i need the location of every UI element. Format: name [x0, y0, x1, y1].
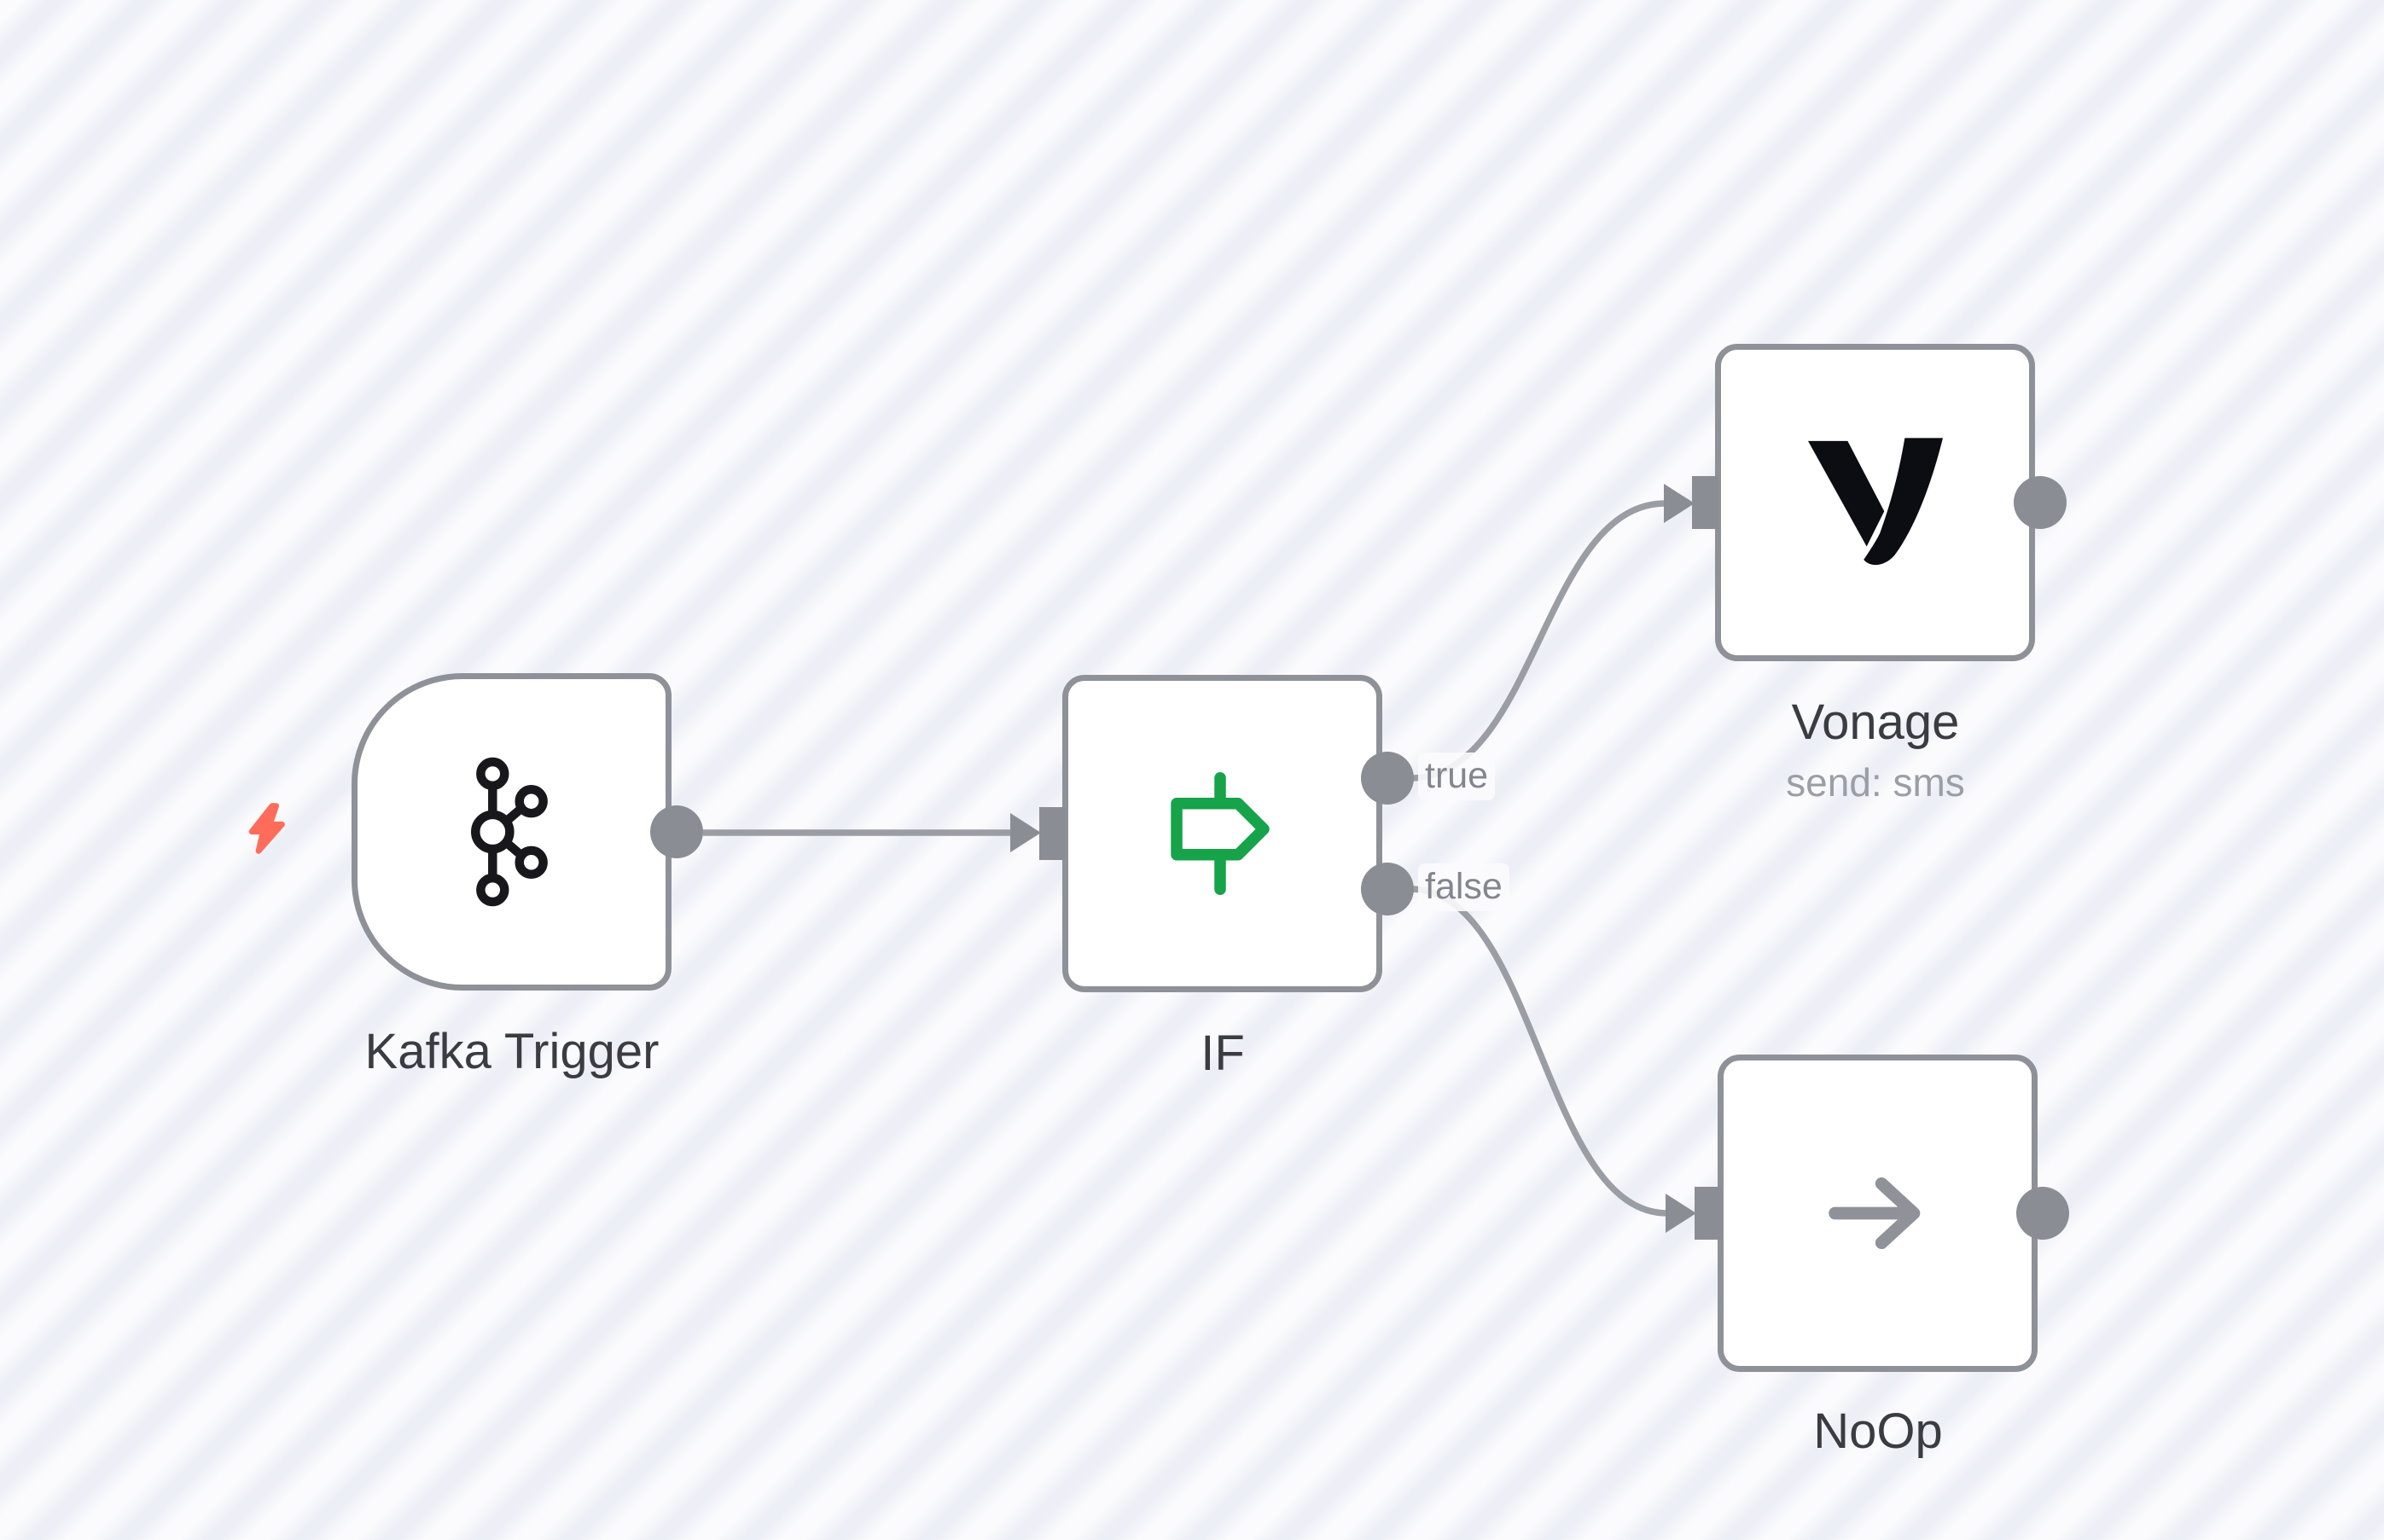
node-label-if: IF: [1201, 1026, 1245, 1081]
kafka-icon: [470, 757, 548, 907]
arrow-right-icon: [1828, 1177, 1920, 1249]
signpost-icon: [1170, 772, 1270, 895]
input-port-if[interactable]: [1039, 807, 1066, 860]
output-port-noop[interactable]: [2016, 1187, 2069, 1240]
trigger-bolt-icon: [248, 803, 285, 854]
node-label-vonage: Vonage send: sms: [1619, 694, 2131, 805]
input-port-noop[interactable]: [1695, 1187, 1721, 1240]
vonage-icon: [1807, 438, 1943, 566]
node-if[interactable]: [1039, 675, 1414, 992]
node-label-kafka-trigger: Kafka Trigger: [364, 1024, 660, 1079]
output-port-vonage[interactable]: [2014, 476, 2067, 529]
node-subtitle-vonage: send: sms: [1786, 759, 1965, 805]
node-noop[interactable]: [1695, 1055, 2069, 1372]
arrowhead-into-if: [1010, 813, 1041, 852]
output-label-false: false: [1418, 863, 1509, 911]
input-port-vonage[interactable]: [1692, 476, 1718, 529]
output-port-kafka[interactable]: [650, 805, 703, 858]
node-label-noop: NoOp: [1813, 1403, 1943, 1459]
output-port-if-true[interactable]: [1361, 752, 1414, 805]
node-kafka-trigger[interactable]: [352, 673, 703, 991]
output-port-if-false[interactable]: [1361, 863, 1414, 915]
node-vonage[interactable]: [1692, 344, 2067, 661]
output-label-true: true: [1418, 753, 1496, 800]
arrowhead-into-noop: [1666, 1194, 1696, 1233]
node-title-vonage: Vonage: [1791, 694, 1960, 750]
arrowhead-into-vonage: [1664, 484, 1695, 523]
